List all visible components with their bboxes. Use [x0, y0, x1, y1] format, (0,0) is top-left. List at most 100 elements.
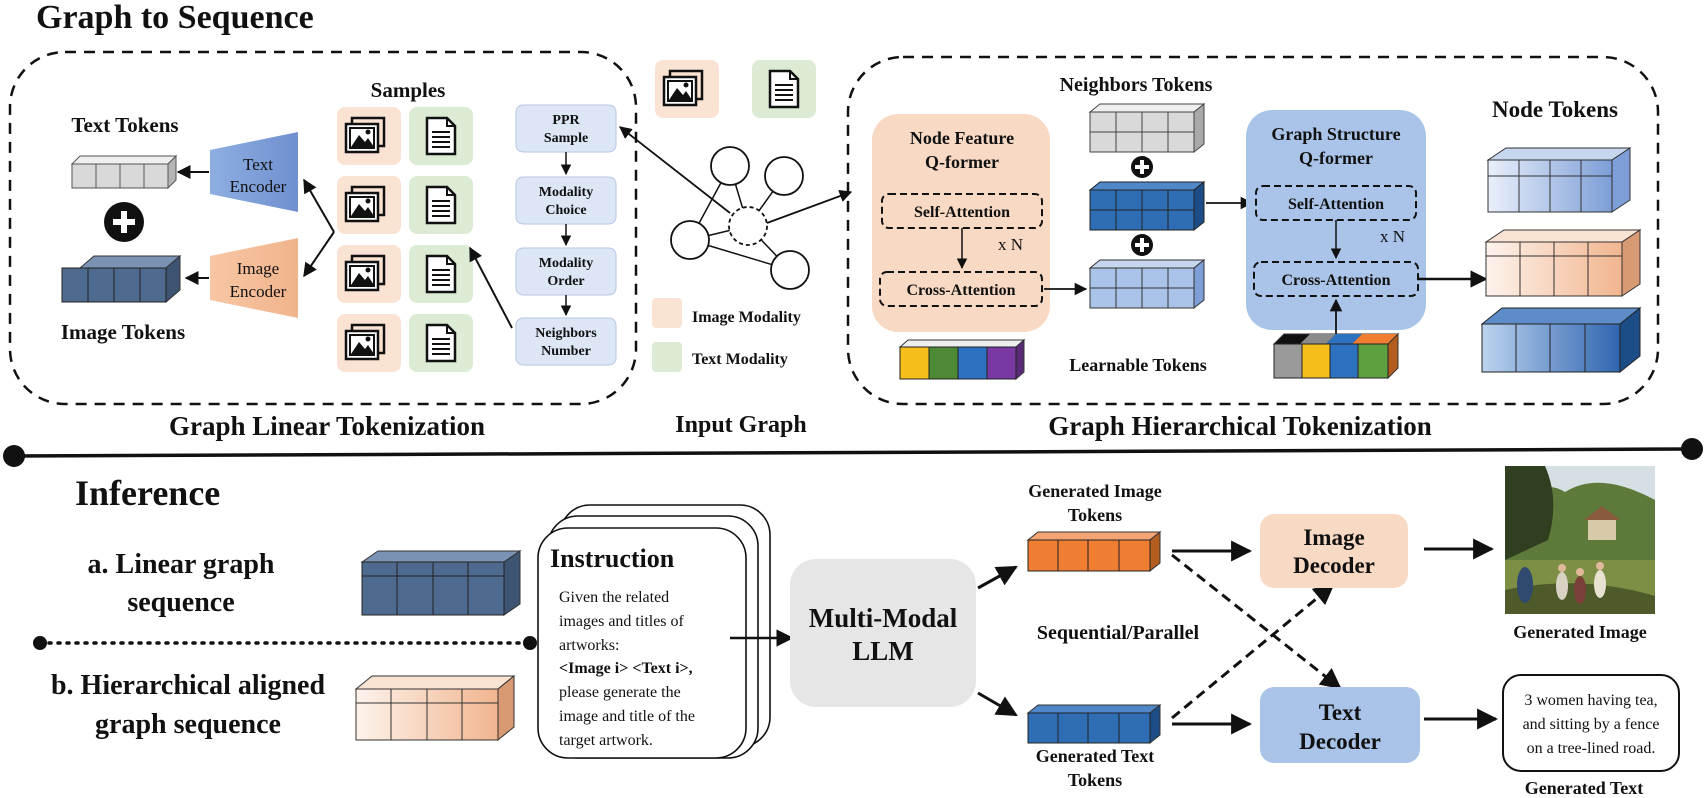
image-tokens-label: Image Tokens — [61, 320, 185, 344]
instruction-line-1: Given the related — [559, 589, 669, 606]
gs-self-attention-box — [1255, 185, 1417, 221]
legend-image-swatch — [652, 298, 682, 328]
text-decoder-box — [1260, 687, 1420, 763]
ppr-line2: Sample — [544, 131, 588, 146]
generated-text-line3: on a tree-lined road. — [1527, 740, 1656, 757]
llm-line1: Multi-Modal — [809, 603, 958, 633]
hier-seq-line1: b. Hierarchical aligned — [51, 670, 325, 701]
legend-text-swatch — [652, 342, 682, 372]
gs-xn-label: x N — [1380, 227, 1405, 246]
node-tokens-deep — [1480, 306, 1642, 374]
multimodal-llm-box — [790, 559, 976, 707]
nf-cross-attention-box — [879, 271, 1043, 307]
neighbors-tokens-light — [1088, 258, 1206, 310]
samples-grid — [337, 107, 473, 372]
legend-text-label: Text Modality — [692, 351, 788, 368]
instruction-line-3: artworks: — [559, 637, 619, 654]
text-encoder-line1: Text — [243, 155, 273, 174]
instruction-title: Instruction — [550, 544, 675, 573]
nf-xn-label: x N — [998, 235, 1023, 254]
text-tokens-row — [70, 154, 178, 190]
neighbors-tokens-label: Neighbors Tokens — [1060, 74, 1213, 96]
section-divider — [13, 447, 1693, 458]
neighbors-tokens-gray — [1088, 102, 1206, 154]
plus-icon — [1131, 156, 1153, 178]
nf-learnable-tokens — [898, 338, 1026, 381]
hierarchical-tokenization-caption: Graph Hierarchical Tokenization — [1048, 411, 1432, 441]
generated-text-box — [1502, 674, 1680, 772]
generated-image-painting — [1505, 466, 1655, 614]
neighbors-number-box — [515, 317, 617, 366]
ppr-line1: PPR — [552, 113, 580, 128]
instruction-card — [537, 527, 747, 759]
gs-cross-attention-label: Cross-Attention — [1281, 272, 1390, 289]
generated-text-label: Generated Text — [1525, 778, 1644, 798]
nf-cross-attention-label: Cross-Attention — [906, 282, 1015, 299]
samples-label: Samples — [371, 78, 446, 102]
neighbors-number-line1: Neighbors — [535, 326, 597, 341]
plus-icon — [1131, 234, 1153, 256]
text-encoder-line2: Encoder — [230, 177, 287, 196]
gen-text-tokens — [1026, 703, 1162, 745]
text-tokens-label: Text Tokens — [71, 113, 178, 137]
text-encoder-shape — [210, 132, 298, 212]
node-tokens-peach — [1484, 229, 1642, 297]
instruction-line-2: images and titles of — [559, 613, 685, 630]
gen-image-tokens — [1026, 530, 1162, 573]
instruction-line-4: <Image i> <Text i>, — [559, 660, 693, 677]
linear-seq-tokens — [360, 550, 522, 616]
modality-choice-line1: Modality — [539, 185, 593, 200]
image-encoder-line2: Encoder — [230, 282, 287, 301]
modality-order-line2: Order — [547, 274, 584, 289]
gs-qformer-line1: Graph Structure — [1271, 124, 1400, 144]
linear-tokenization-box — [8, 50, 638, 406]
input-graph-caption: Input Graph — [675, 412, 806, 438]
gen-image-tokens-line2: Tokens — [1068, 505, 1122, 525]
hier-seq-tokens — [354, 674, 516, 742]
instruction-line-5: please generate the — [559, 684, 681, 701]
learnable-tokens-label: Learnable Tokens — [1069, 355, 1207, 375]
gs-self-attention-label: Self-Attention — [1288, 196, 1384, 213]
generated-text-line2: and sitting by a fence — [1523, 716, 1660, 733]
title-graph-to-sequence: Graph to Sequence — [36, 0, 314, 36]
modality-order-line1: Modality — [539, 256, 593, 271]
text-decoder-line1: Text — [1319, 700, 1362, 725]
gen-image-tokens-line1: Generated Image — [1028, 481, 1161, 501]
node-feature-qformer — [872, 114, 1050, 332]
instruction-line-6: image and title of the — [559, 708, 695, 725]
instruction-line-7: target artwork. — [559, 732, 653, 749]
nf-qformer-line2: Q-former — [925, 152, 999, 172]
image-decoder-line1: Image — [1303, 525, 1364, 550]
neighbors-tokens-blue — [1088, 180, 1206, 232]
linear-tokenization-caption: Graph Linear Tokenization — [169, 411, 485, 441]
legend-image-label: Image Modality — [692, 309, 801, 326]
title-inference: Inference — [75, 473, 220, 513]
text-decoder-line2: Decoder — [1299, 729, 1381, 754]
nf-self-attention-box — [881, 193, 1043, 229]
gen-text-tokens-line1: Generated Text — [1036, 746, 1155, 766]
nf-self-attention-label: Self-Attention — [914, 204, 1010, 221]
gen-text-tokens-line2: Tokens — [1068, 770, 1122, 790]
sequential-parallel-label: Sequential/Parallel — [1037, 622, 1200, 644]
generated-image-label: Generated Image — [1513, 622, 1646, 642]
linear-seq-line1: a. Linear graph — [88, 549, 275, 580]
input-graph-icons — [655, 60, 816, 118]
neighbors-number-line2: Number — [541, 344, 591, 359]
input-graph — [670, 146, 810, 290]
node-tokens-light — [1486, 147, 1632, 213]
generated-text-line1: 3 women having tea, — [1524, 692, 1657, 709]
linear-seq-line2: sequence — [127, 587, 234, 618]
image-decoder-line2: Decoder — [1293, 553, 1375, 578]
llm-line2: LLM — [852, 636, 914, 666]
gs-qformer-line2: Q-former — [1299, 148, 1373, 168]
hierarchical-tokenization-box — [846, 55, 1660, 406]
modality-choice-line2: Choice — [545, 203, 586, 218]
hier-seq-line2: graph sequence — [95, 709, 281, 740]
image-encoder-shape — [210, 238, 298, 318]
plus-icon — [104, 202, 144, 242]
nf-qformer-line1: Node Feature — [910, 128, 1014, 148]
image-tokens-block — [61, 254, 182, 304]
node-tokens-label: Node Tokens — [1492, 97, 1618, 122]
image-encoder-line1: Image — [237, 259, 279, 278]
